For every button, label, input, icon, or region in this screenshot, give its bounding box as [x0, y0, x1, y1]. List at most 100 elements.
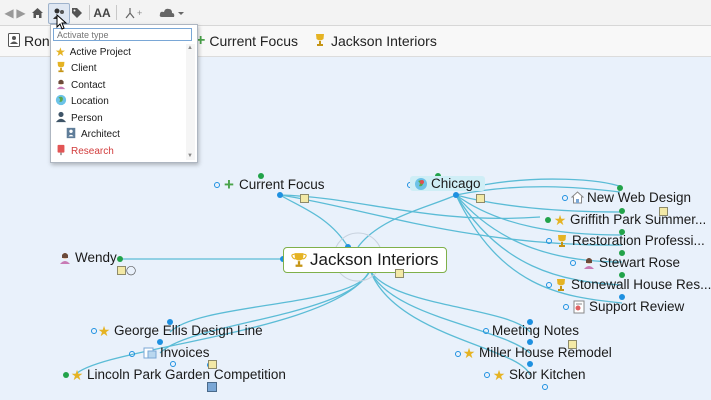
- trophy-icon: [554, 278, 568, 292]
- scroll-up-icon[interactable]: ▲: [187, 45, 193, 51]
- type-item-label: Person: [71, 112, 103, 124]
- thought-griffith-park[interactable]: ★ Griffith Park Summer...: [553, 211, 707, 228]
- globe-icon: [55, 94, 67, 109]
- thought-support-review[interactable]: Support Review: [572, 299, 684, 314]
- contact-icon: [55, 78, 67, 93]
- type-dropdown: ★ Active Project Client Contact Location…: [50, 24, 198, 163]
- person-icon: [55, 111, 67, 126]
- thought-label: New Web Design: [587, 190, 692, 205]
- thought-new-web-design[interactable]: New Web Design: [570, 190, 691, 205]
- calendar-icon: [207, 382, 217, 392]
- thought-label: Jackson Interiors: [310, 250, 439, 269]
- trophy-icon: [291, 252, 307, 268]
- architect-icon: [65, 127, 77, 142]
- house-icon: [570, 191, 584, 205]
- note-icon: [568, 340, 577, 349]
- thought-label: Chicago: [431, 176, 481, 191]
- globe-icon: [414, 177, 428, 191]
- thought-lincoln-park[interactable]: ★ Lincoln Park Garden Competition: [70, 367, 286, 382]
- cloud-icon[interactable]: [158, 3, 186, 22]
- type-item-person[interactable]: Person: [55, 110, 103, 126]
- note-icon: [476, 194, 485, 203]
- thought-skor-kitchen[interactable]: ★ Skor Kitchen: [492, 367, 586, 382]
- star-icon: ★: [97, 322, 111, 339]
- thought-label: Restoration Professi...: [572, 233, 705, 248]
- star-icon: ★: [70, 366, 84, 383]
- type-item-active-project[interactable]: ★ Active Project: [55, 44, 131, 60]
- trophy-icon: [555, 234, 569, 248]
- back-arrow-icon[interactable]: ◀: [4, 5, 14, 20]
- forward-arrow-icon[interactable]: ▶: [16, 5, 26, 20]
- thought-stonewall-house[interactable]: Stonewall House Res...: [554, 277, 711, 292]
- thought-wendy[interactable]: Wendy: [58, 250, 117, 265]
- thought-label: Griffith Park Summer...: [570, 212, 707, 227]
- toolbar: ◀ ▶ AA +: [0, 0, 711, 26]
- pin-label: Current Focus: [209, 33, 299, 49]
- layout-icon[interactable]: +: [123, 3, 145, 22]
- pin-label: Jackson Interiors: [331, 33, 437, 49]
- pin-label: Ron: [24, 33, 50, 49]
- home-icon[interactable]: [30, 3, 44, 22]
- type-item-label: Active Project: [69, 46, 131, 58]
- research-icon: [55, 144, 67, 159]
- type-item-label: Architect: [81, 128, 120, 140]
- type-item-client[interactable]: Client: [55, 60, 97, 76]
- mouse-cursor-icon: [56, 14, 68, 30]
- thought-label: Stewart Rose: [599, 255, 681, 270]
- tag-icon[interactable]: [70, 3, 84, 22]
- trophy-icon: [313, 33, 327, 50]
- note-icon: [300, 194, 309, 203]
- pin-jackson-interiors[interactable]: Jackson Interiors: [313, 32, 437, 50]
- thought-label: Support Review: [589, 299, 685, 314]
- note-icon: [395, 269, 404, 278]
- note-icon: [659, 207, 668, 216]
- thought-label: Stonewall House Res...: [571, 277, 711, 292]
- plus-icon: +: [224, 175, 234, 194]
- svg-text:+: +: [137, 8, 142, 18]
- type-item-label: Client: [71, 62, 97, 74]
- font-size-button[interactable]: AA: [93, 5, 111, 20]
- thought-label: George Ellis Design Line: [114, 323, 263, 338]
- type-item-contact[interactable]: Contact: [55, 77, 105, 93]
- attachment-icon: ◯: [126, 265, 137, 275]
- thought-label: Lincoln Park Garden Competition: [87, 367, 286, 382]
- thought-label: Skor Kitchen: [509, 367, 586, 382]
- contact-card-icon: [8, 32, 20, 50]
- thought-miller-house[interactable]: ★ Miller House Remodel: [462, 345, 612, 360]
- type-item-location[interactable]: Location: [55, 93, 109, 109]
- thought-chicago[interactable]: Chicago: [410, 176, 485, 191]
- scroll-down-icon[interactable]: ▼: [187, 153, 193, 159]
- contact-icon: [58, 251, 72, 265]
- thought-meeting-notes[interactable]: Meeting Notes: [492, 323, 579, 338]
- note-icon: [117, 266, 126, 275]
- type-item-research[interactable]: Research: [55, 143, 114, 159]
- thought-invoices[interactable]: Invoices: [143, 345, 210, 360]
- document-icon: [572, 300, 586, 314]
- thought-jackson-interiors[interactable]: Jackson Interiors: [283, 247, 447, 273]
- type-item-architect[interactable]: Architect: [65, 126, 120, 142]
- star-icon: ★: [553, 211, 567, 228]
- thought-current-focus[interactable]: + Current Focus: [222, 175, 325, 194]
- thought-label: Current Focus: [239, 177, 325, 192]
- type-item-label: Location: [71, 95, 109, 107]
- dropdown-scrollbar[interactable]: ▲ ▼: [186, 44, 195, 160]
- note-icon: [208, 360, 217, 369]
- thought-stewart-rose[interactable]: Stewart Rose: [582, 255, 680, 270]
- thought-label: Invoices: [160, 345, 210, 360]
- thought-label: Wendy: [75, 250, 117, 265]
- star-icon: ★: [492, 366, 506, 383]
- star-icon: ★: [55, 45, 66, 59]
- pin-current-focus[interactable]: + Current Focus: [196, 32, 298, 50]
- thought-restoration[interactable]: Restoration Professi...: [555, 233, 705, 248]
- pin-ron[interactable]: Ron: [8, 32, 50, 50]
- thought-label: Meeting Notes: [492, 323, 580, 338]
- plus-icon: +: [196, 32, 206, 49]
- type-item-label: Contact: [71, 79, 106, 91]
- contact-icon: [582, 256, 596, 270]
- type-search-input[interactable]: [53, 28, 192, 41]
- trophy-icon: [55, 61, 67, 76]
- star-icon: ★: [462, 344, 476, 361]
- thought-george-ellis[interactable]: ★ George Ellis Design Line: [97, 323, 263, 338]
- thought-label: Miller House Remodel: [479, 345, 612, 360]
- invoice-icon: [143, 346, 157, 360]
